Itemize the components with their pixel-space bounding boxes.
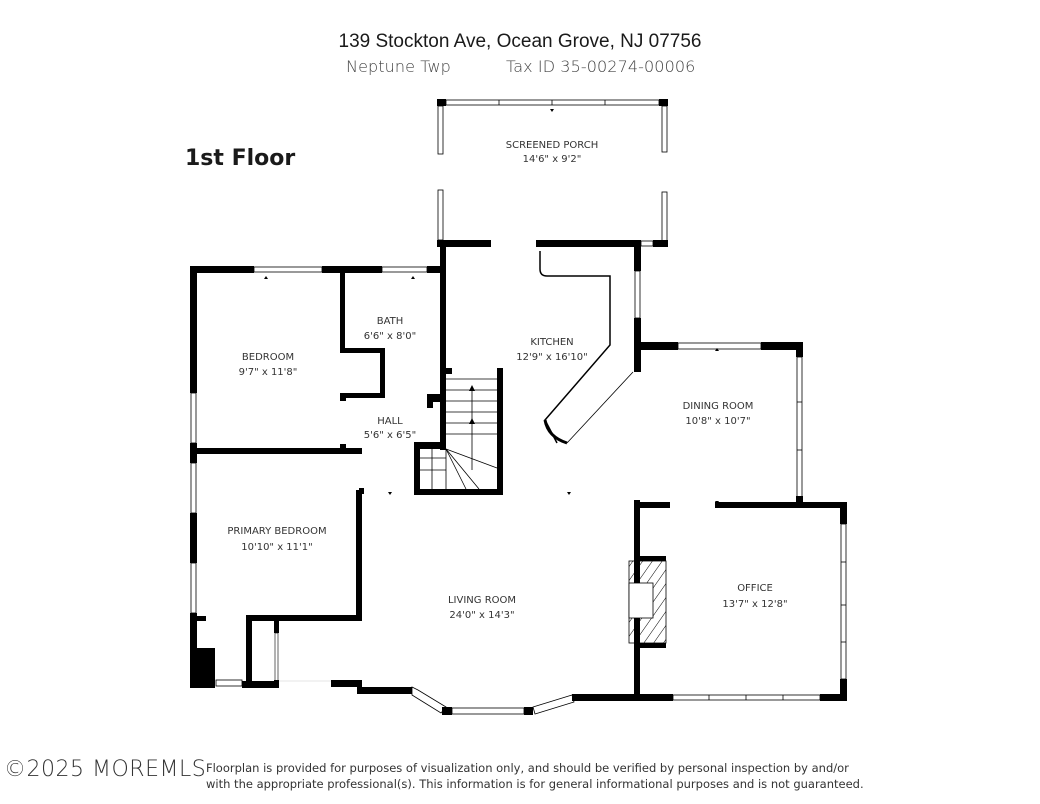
disclaimer: Floorplan is provided for purposes of vi… bbox=[206, 760, 864, 792]
office-walls bbox=[580, 500, 847, 701]
room-dims-primary-bedroom: 10'10" x 11'1" bbox=[241, 542, 313, 553]
room-name-living-room: LIVING ROOM bbox=[448, 595, 516, 606]
room-name-office: OFFICE bbox=[737, 583, 773, 594]
disclaimer-line-1: Floorplan is provided for purposes of vi… bbox=[206, 761, 849, 775]
kitchen-counter bbox=[539, 251, 634, 445]
room-name-kitchen: KITCHEN bbox=[530, 337, 573, 348]
room-dims-office: 13'7" x 12'8" bbox=[722, 599, 787, 610]
room-labels: SCREENED PORCH 14'6" x 9'2" BATH 6'6" x … bbox=[227, 140, 787, 621]
staircase bbox=[414, 368, 503, 495]
room-dims-dining-room: 10'8" x 10'7" bbox=[685, 416, 750, 427]
room-dims-kitchen: 12'9" x 16'10" bbox=[516, 352, 588, 363]
room-dims-bath: 6'6" x 8'0" bbox=[364, 331, 416, 342]
township: Neptune Twp bbox=[346, 57, 451, 76]
room-name-dining-room: DINING ROOM bbox=[683, 401, 754, 412]
mls-logo: ©2025 MOREMLS bbox=[4, 757, 207, 782]
lower-left-walls bbox=[190, 448, 412, 694]
door-markers bbox=[264, 109, 719, 504]
bay-window bbox=[411, 686, 584, 715]
room-name-screened-porch: SCREENED PORCH bbox=[506, 140, 598, 151]
tax-id: Tax ID 35-00274-00006 bbox=[506, 57, 696, 76]
room-dims-bedroom: 9'7" x 11'8" bbox=[239, 367, 298, 378]
room-dims-screened-porch: 14'6" x 9'2" bbox=[523, 154, 582, 165]
screened-porch bbox=[437, 99, 668, 247]
room-name-hall: HALL bbox=[377, 416, 403, 427]
property-address: 139 Stockton Ave, Ocean Grove, NJ 07756 bbox=[338, 31, 702, 52]
floor-title: 1st Floor bbox=[185, 146, 296, 171]
disclaimer-line-2: with the appropriate professional(s). Th… bbox=[206, 777, 864, 791]
room-name-bedroom: BEDROOM bbox=[242, 352, 294, 363]
room-name-bath: BATH bbox=[377, 316, 404, 327]
kitchen-right-walls bbox=[634, 246, 803, 506]
room-name-primary-bedroom: PRIMARY BEDROOM bbox=[227, 526, 326, 537]
room-dims-living-room: 24'0" x 14'3" bbox=[449, 610, 514, 621]
room-dims-hall: 5'6" x 6'5" bbox=[364, 430, 416, 441]
